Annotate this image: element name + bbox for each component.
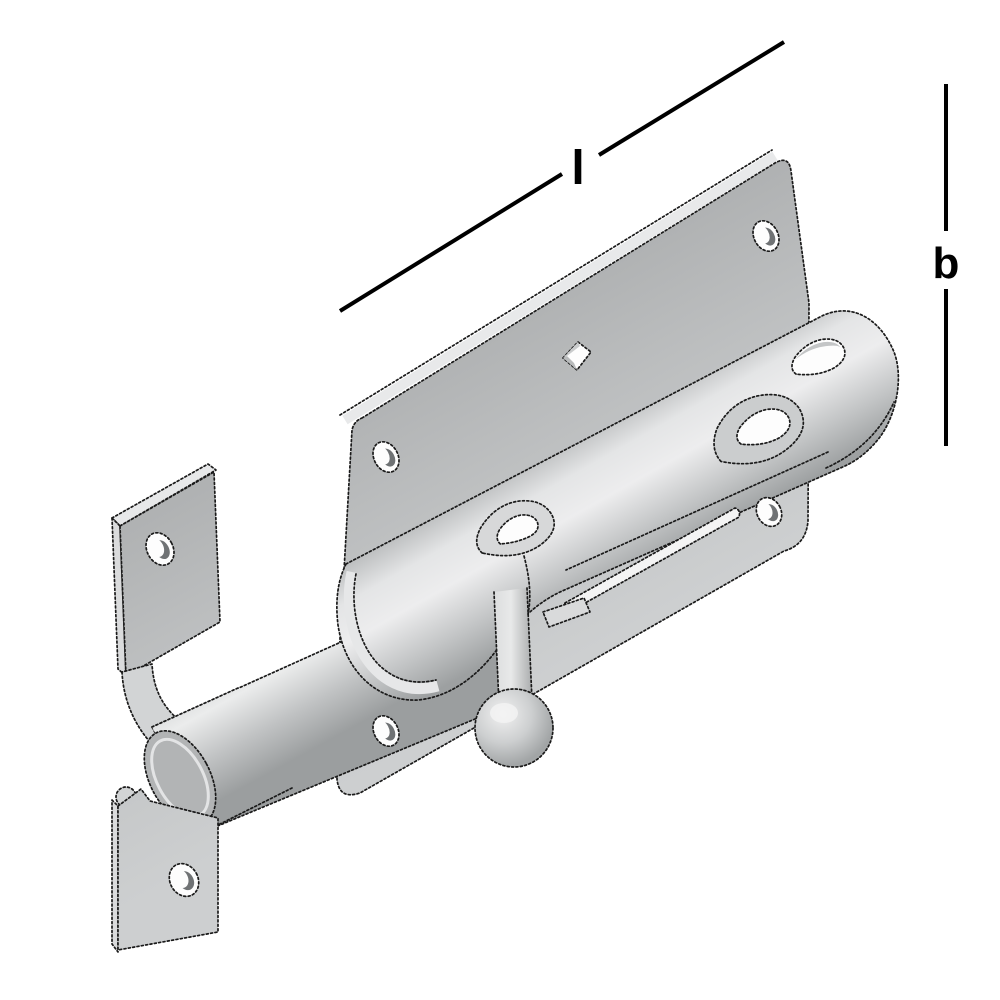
length-label: l xyxy=(571,142,584,195)
keeper-upper-plate-face xyxy=(119,471,221,677)
keeper-upper-screw-hole xyxy=(145,531,175,567)
width-label: b xyxy=(933,239,960,288)
backplate-screw-hole-left xyxy=(372,440,400,474)
slide-bolt-end xyxy=(143,687,293,831)
bolt-knob-highlight xyxy=(490,703,518,723)
slide-bolt-stub xyxy=(152,688,292,830)
housing-opening-rim xyxy=(343,570,440,695)
housing-keyhole-shade xyxy=(795,341,841,360)
length-dimension-line-left xyxy=(338,172,564,313)
backplate-screw-hole-bottom-right xyxy=(755,496,783,528)
housing-shade-line xyxy=(565,451,829,571)
slide-bolt-end-face xyxy=(143,729,217,827)
length-dimension-line-right xyxy=(597,40,786,157)
padlock-eye-end-hole xyxy=(736,408,791,446)
backplate-square-hole xyxy=(562,341,592,371)
backplate-top-edge-face xyxy=(342,151,778,425)
backplate-screw-hole-top-right xyxy=(752,219,780,253)
bolt-boss-edge xyxy=(523,555,531,615)
padlock-eye-middle-hole xyxy=(496,514,539,545)
width-dimension: b xyxy=(933,84,960,446)
keeper-lower-plate-side-edge xyxy=(111,799,119,953)
housing-slot xyxy=(542,507,741,628)
housing-end-seam xyxy=(825,401,895,469)
housing-keyhole-opening xyxy=(791,338,846,376)
keeper-upper-plate-top-edge xyxy=(111,463,217,527)
padlock-eye-end-strap xyxy=(713,393,805,465)
bolt-knob xyxy=(474,688,554,768)
handle-stem xyxy=(494,588,532,704)
padlock-eye-middle xyxy=(475,499,555,557)
bolt-handle xyxy=(474,587,554,768)
slide-bolt-stub-outline xyxy=(151,687,293,831)
keeper-lower-plate xyxy=(111,786,219,953)
keeper-upper-plate-side-edge xyxy=(111,517,127,677)
housing-keyhole xyxy=(791,338,846,376)
length-dimension: l xyxy=(338,40,786,313)
keeper-upper-plate xyxy=(111,463,221,677)
keeper-lower-plate-face xyxy=(117,788,219,951)
handle-stem-outline xyxy=(493,587,533,705)
backplate-screw-hole-bottom-left xyxy=(372,714,400,748)
housing-opening-lip xyxy=(353,573,437,683)
backplate-top-edge-outline xyxy=(339,149,773,416)
bolt-slot-tab xyxy=(542,597,591,628)
keeper-lower-screw-hole xyxy=(168,862,200,898)
